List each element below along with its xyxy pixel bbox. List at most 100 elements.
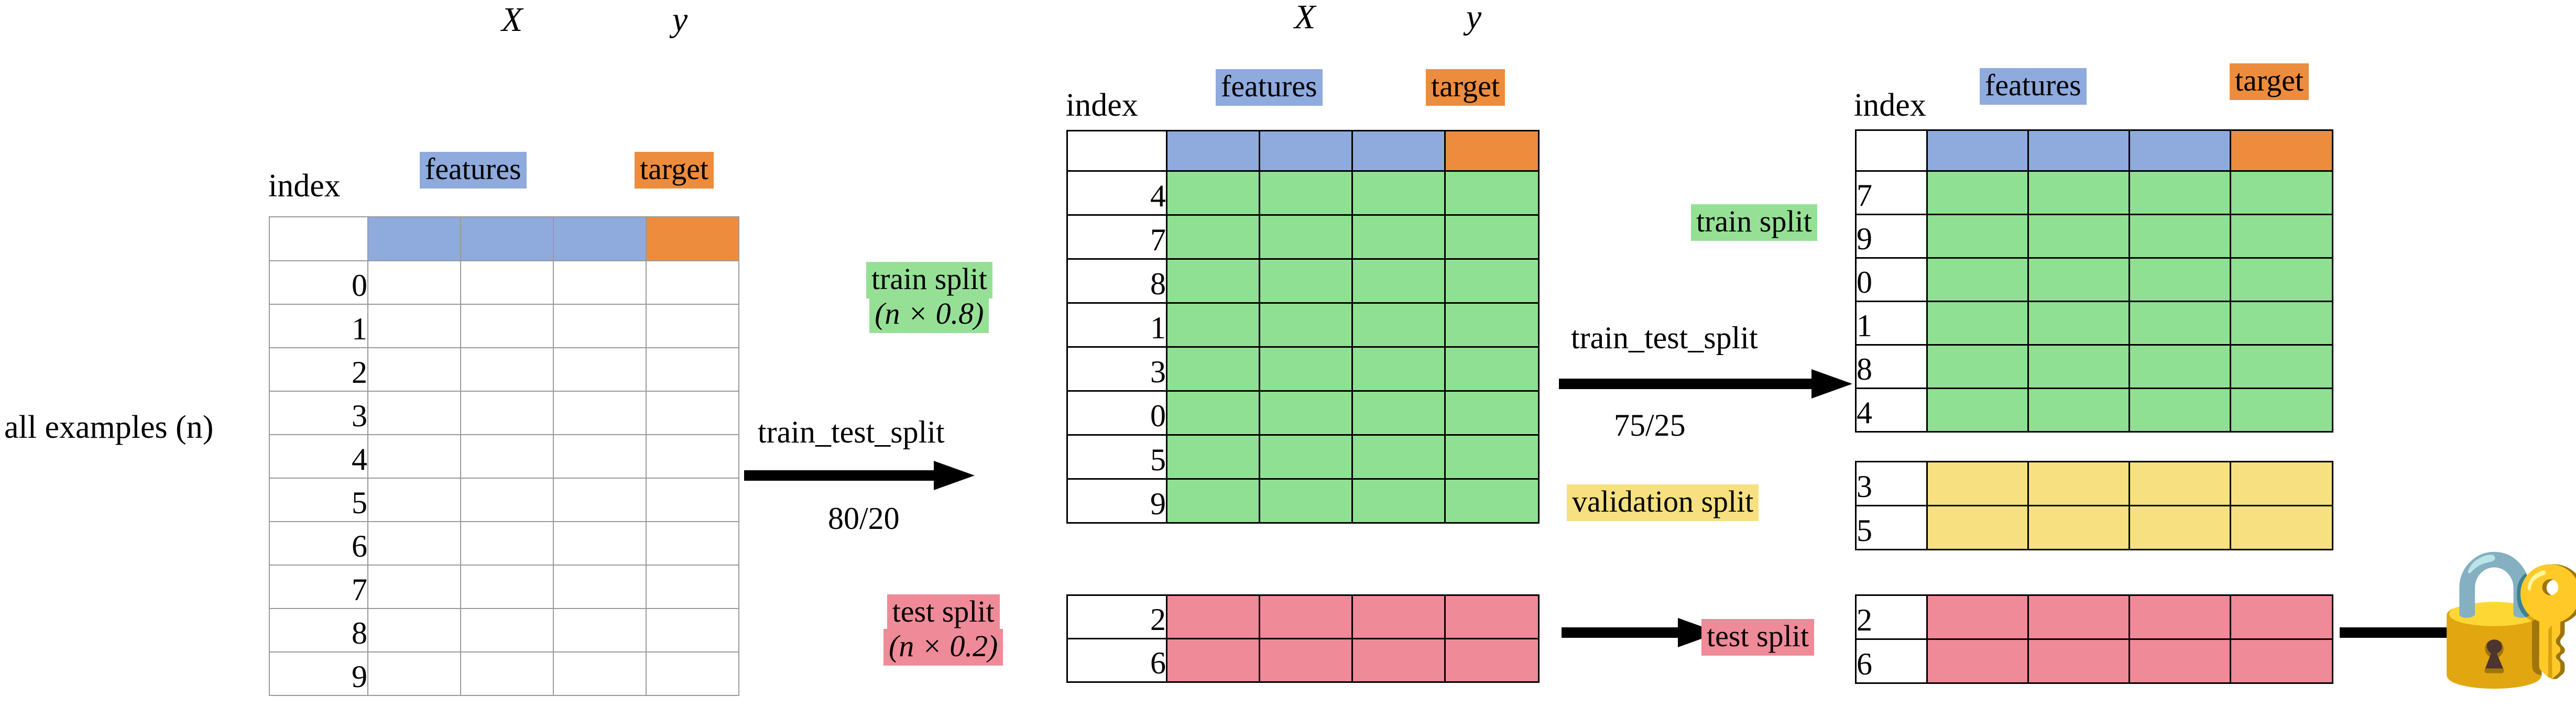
cell — [553, 347, 647, 392]
cell — [1444, 346, 1540, 392]
table-row: 7 — [1855, 170, 2333, 215]
cell — [646, 608, 739, 652]
cell — [460, 391, 554, 435]
table-row: 8 — [269, 608, 739, 652]
row-index: 4 — [269, 434, 368, 479]
row-index: 3 — [1855, 461, 1928, 506]
cell — [1166, 170, 1260, 216]
row-index: 5 — [1066, 434, 1167, 480]
table-row: 9 — [269, 651, 739, 696]
table-train-split-stage3: 7 9 0 1 8 4 — [1855, 129, 2333, 433]
cell — [1166, 346, 1260, 392]
validation-split-label: validation split — [1567, 484, 1759, 521]
cell — [646, 651, 739, 696]
header-index-cell — [1066, 130, 1167, 172]
cell — [2230, 257, 2333, 302]
cell — [1351, 478, 1446, 524]
cell — [367, 347, 461, 392]
cell — [367, 478, 461, 522]
cell — [1351, 302, 1446, 348]
row-index: 6 — [269, 521, 368, 566]
header-feature-cell — [1166, 130, 1260, 172]
cell — [1259, 170, 1353, 216]
table-row: 1 — [1066, 302, 1540, 348]
table3-target-chip: target — [2230, 63, 2309, 100]
cell — [553, 260, 647, 305]
cell — [2027, 388, 2130, 433]
table2-X-header: X — [1294, 0, 1316, 36]
cell — [2027, 594, 2130, 640]
row-index: 2 — [1066, 594, 1167, 639]
table-row: 1 — [1855, 301, 2333, 346]
table-row: 0 — [1855, 257, 2333, 302]
table-row: 3 — [1066, 346, 1540, 392]
cell — [1259, 594, 1353, 639]
cell — [2027, 505, 2130, 550]
row-index: 7 — [1855, 170, 1928, 215]
cell — [553, 304, 647, 348]
row-index: 3 — [1066, 346, 1167, 392]
table1-y-header: y — [672, 1, 688, 39]
cell — [646, 391, 739, 435]
arrow1-ratio-label: 80/20 — [828, 501, 900, 536]
row-index: 2 — [269, 347, 368, 392]
cell — [646, 521, 739, 566]
cell — [1926, 170, 2029, 215]
cell — [1259, 258, 1353, 304]
stage3-test-split-label: test split — [1701, 619, 1814, 656]
cell — [553, 434, 647, 479]
arrow-test-passthrough — [1562, 618, 1719, 647]
cell — [553, 651, 647, 696]
arrow2-function-label: train_test_split — [1571, 320, 1758, 355]
table-row: 2 — [269, 347, 739, 392]
header-feature-cell — [2129, 129, 2231, 172]
cell — [1166, 478, 1260, 524]
table1-index-header: index — [268, 168, 341, 204]
row-index: 0 — [1855, 257, 1928, 302]
table-row: 9 — [1066, 478, 1540, 524]
test-split-size-label: (n × 0.2) — [883, 629, 1003, 666]
row-index: 8 — [269, 608, 368, 652]
cell — [1926, 388, 2029, 433]
table-validation-split: 3 5 — [1855, 461, 2333, 550]
row-index: 9 — [269, 651, 368, 696]
stage2-train-split-label-group: train split (n × 0.8) — [866, 262, 992, 333]
table-header-row — [1855, 129, 2333, 172]
header-feature-cell — [1926, 129, 2029, 172]
cell — [460, 260, 554, 305]
cell — [1351, 638, 1446, 683]
cell — [553, 391, 647, 435]
cell — [646, 304, 739, 348]
header-feature-cell — [2027, 129, 2130, 172]
cell — [1926, 594, 2029, 640]
cell — [2230, 461, 2333, 506]
cell — [1166, 594, 1260, 639]
row-index: 7 — [269, 565, 368, 609]
table-train-split-stage2: 4 7 8 1 3 0 5 9 — [1066, 130, 1540, 524]
cell — [367, 304, 461, 348]
cell — [1351, 258, 1446, 304]
header-feature-cell — [1351, 130, 1446, 172]
table1-X-header: X — [501, 1, 523, 39]
cell — [2129, 344, 2231, 389]
table-row: 5 — [1855, 505, 2333, 550]
cell — [460, 521, 554, 566]
cell — [2129, 505, 2231, 550]
cell — [460, 347, 554, 392]
table-header-row — [269, 216, 739, 261]
cell — [1166, 434, 1260, 480]
cell — [1259, 478, 1353, 524]
train-split-label: train split — [1691, 204, 1817, 241]
table-row: 8 — [1066, 258, 1540, 304]
row-index: 1 — [1855, 301, 1928, 346]
cell — [2230, 170, 2333, 215]
table-row: 0 — [1066, 390, 1540, 436]
cell — [1166, 638, 1260, 683]
cell — [1926, 214, 2029, 259]
table1-target-chip: target — [635, 152, 714, 189]
row-index: 1 — [1066, 302, 1167, 348]
row-index: 3 — [269, 391, 368, 435]
cell — [1166, 214, 1260, 260]
train-split-label: train split — [866, 262, 992, 298]
row-index: 1 — [269, 304, 368, 348]
